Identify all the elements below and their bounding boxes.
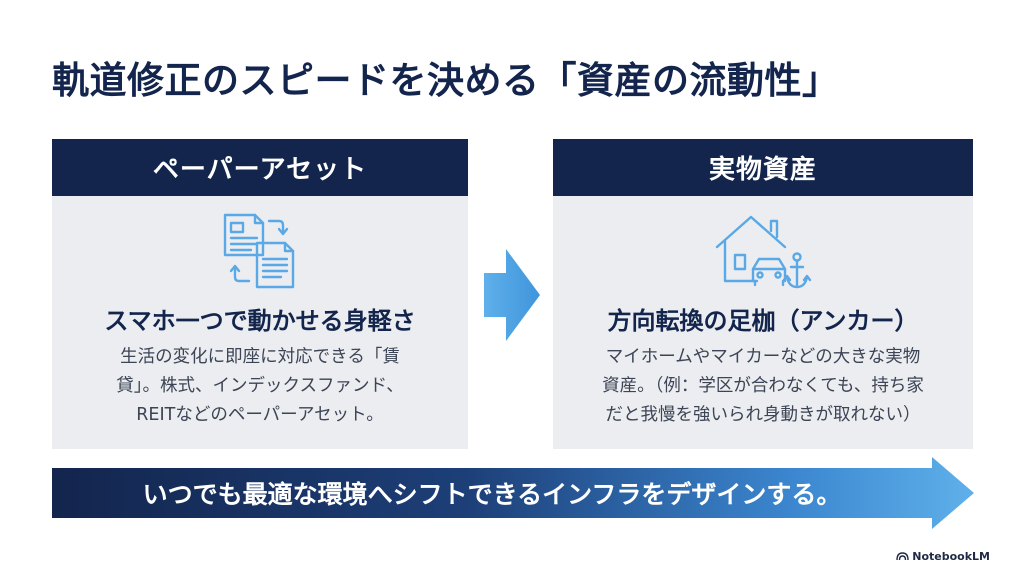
real-asset-description: マイホームやマイカーなどの大きな実物 資産。（例：学区が合わなくても、持ち家 だ…: [575, 343, 951, 430]
real-asset-heading: 方向転換の足枷（アンカー）: [607, 307, 919, 335]
real-asset-card: 実物資産 方向転換の足枷（アンカー） マイホームやマイカーなどの大きな実物: [553, 139, 973, 449]
house-car-anchor-icon: [715, 215, 812, 289]
real-asset-header: 実物資産: [553, 139, 973, 196]
notebooklm-logo: NotebookLM: [896, 550, 990, 563]
paper-asset-header: ペーパーアセット: [52, 139, 468, 196]
brand-name: NotebookLM: [912, 550, 990, 563]
conclusion-banner: いつでも最適な環境へシフトできるインフラをデザインする。: [52, 457, 974, 529]
real-asset-line-2: 資産。（例：学区が合わなくても、持ち家: [602, 376, 924, 396]
real-asset-line-3: だと我慢を強いられ身動きが取れない）: [605, 405, 921, 425]
right-arrow-icon: [484, 249, 540, 341]
slide-title: 軌道修正のスピードを決める「資産の流動性」: [52, 59, 840, 102]
paper-asset-card: ペーパーアセット スマホ一つで動かせる身軽さ 生活の変化に即座に対応できる「賃: [52, 139, 468, 449]
paper-asset-line-2: 貸」。株式、インデックスファンド、: [116, 376, 404, 396]
conclusion-text: いつでも最適な環境へシフトできるインフラをデザインする。: [142, 480, 842, 509]
paper-asset-heading: スマホ一つで動かせる身軽さ: [104, 307, 416, 335]
banner-arrow-shape: [52, 457, 974, 529]
document-swap-icon: [223, 213, 295, 289]
paper-asset-line-1: 生活の変化に即座に対応できる「賃: [120, 347, 400, 367]
paper-asset-line-3: REITなどのペーパーアセット。: [136, 405, 384, 425]
paper-asset-description: 生活の変化に即座に対応できる「賃 貸」。株式、インデックスファンド、 REITな…: [74, 343, 446, 430]
real-asset-line-1: マイホームやマイカーなどの大きな実物: [605, 347, 921, 367]
notebooklm-mark-icon: [896, 552, 909, 561]
